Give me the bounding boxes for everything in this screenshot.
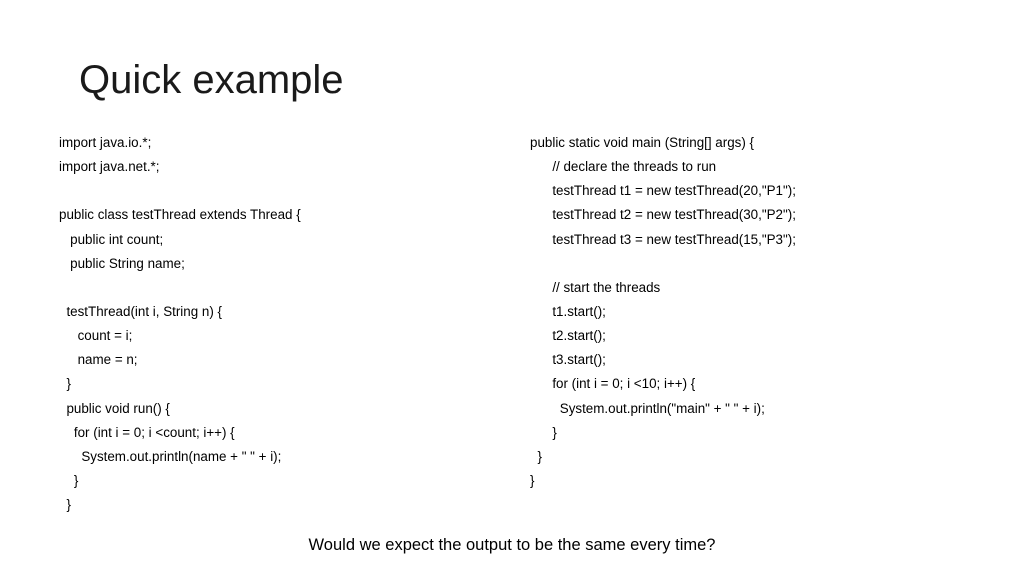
code-line: // declare the threads to run	[530, 159, 717, 175]
code-line	[59, 276, 499, 300]
slide-title: Quick example	[79, 58, 344, 102]
code-line: testThread(int i, String n) {	[59, 303, 222, 319]
code-line: }	[530, 448, 542, 464]
code-line: }	[59, 472, 79, 488]
code-line: public static void main (String[] args) …	[530, 135, 755, 150]
code-line: public void run() {	[59, 400, 170, 416]
code-block-right: public static void main (String[] args) …	[530, 131, 1000, 493]
code-line: testThread t3 = new testThread(15,"P3");	[530, 231, 796, 247]
code-line: import java.io.*;	[59, 135, 152, 150]
code-line: public int count;	[59, 231, 164, 247]
code-line: System.out.println("main" + " " + i);	[530, 400, 765, 416]
code-line: name = n;	[59, 352, 138, 368]
code-line: import java.net.*;	[59, 159, 160, 175]
code-line: }	[59, 497, 71, 513]
code-line: t2.start();	[530, 328, 606, 344]
code-line: // start the threads	[530, 279, 661, 295]
code-line: System.out.println(name + " " + i);	[59, 448, 282, 464]
code-line	[59, 179, 499, 203]
code-line: }	[530, 472, 535, 488]
code-line: for (int i = 0; i <10; i++) {	[530, 376, 696, 392]
code-line: count = i;	[59, 328, 133, 344]
code-line: for (int i = 0; i <count; i++) {	[59, 424, 235, 440]
code-line: public String name;	[59, 255, 185, 271]
code-line: public class testThread extends Thread {	[59, 207, 301, 223]
code-line: t1.start();	[530, 303, 606, 319]
code-block-left: import java.io.*; import java.net.*; pub…	[59, 131, 499, 517]
code-line: t3.start();	[530, 352, 606, 368]
slide-question: Would we expect the output to be the sam…	[308, 536, 716, 554]
code-line	[530, 252, 1000, 276]
code-line: testThread t2 = new testThread(30,"P2");	[530, 207, 796, 223]
code-line: }	[59, 376, 71, 392]
code-line: testThread t1 = new testThread(20,"P1");	[530, 183, 796, 199]
code-line: }	[530, 424, 557, 440]
